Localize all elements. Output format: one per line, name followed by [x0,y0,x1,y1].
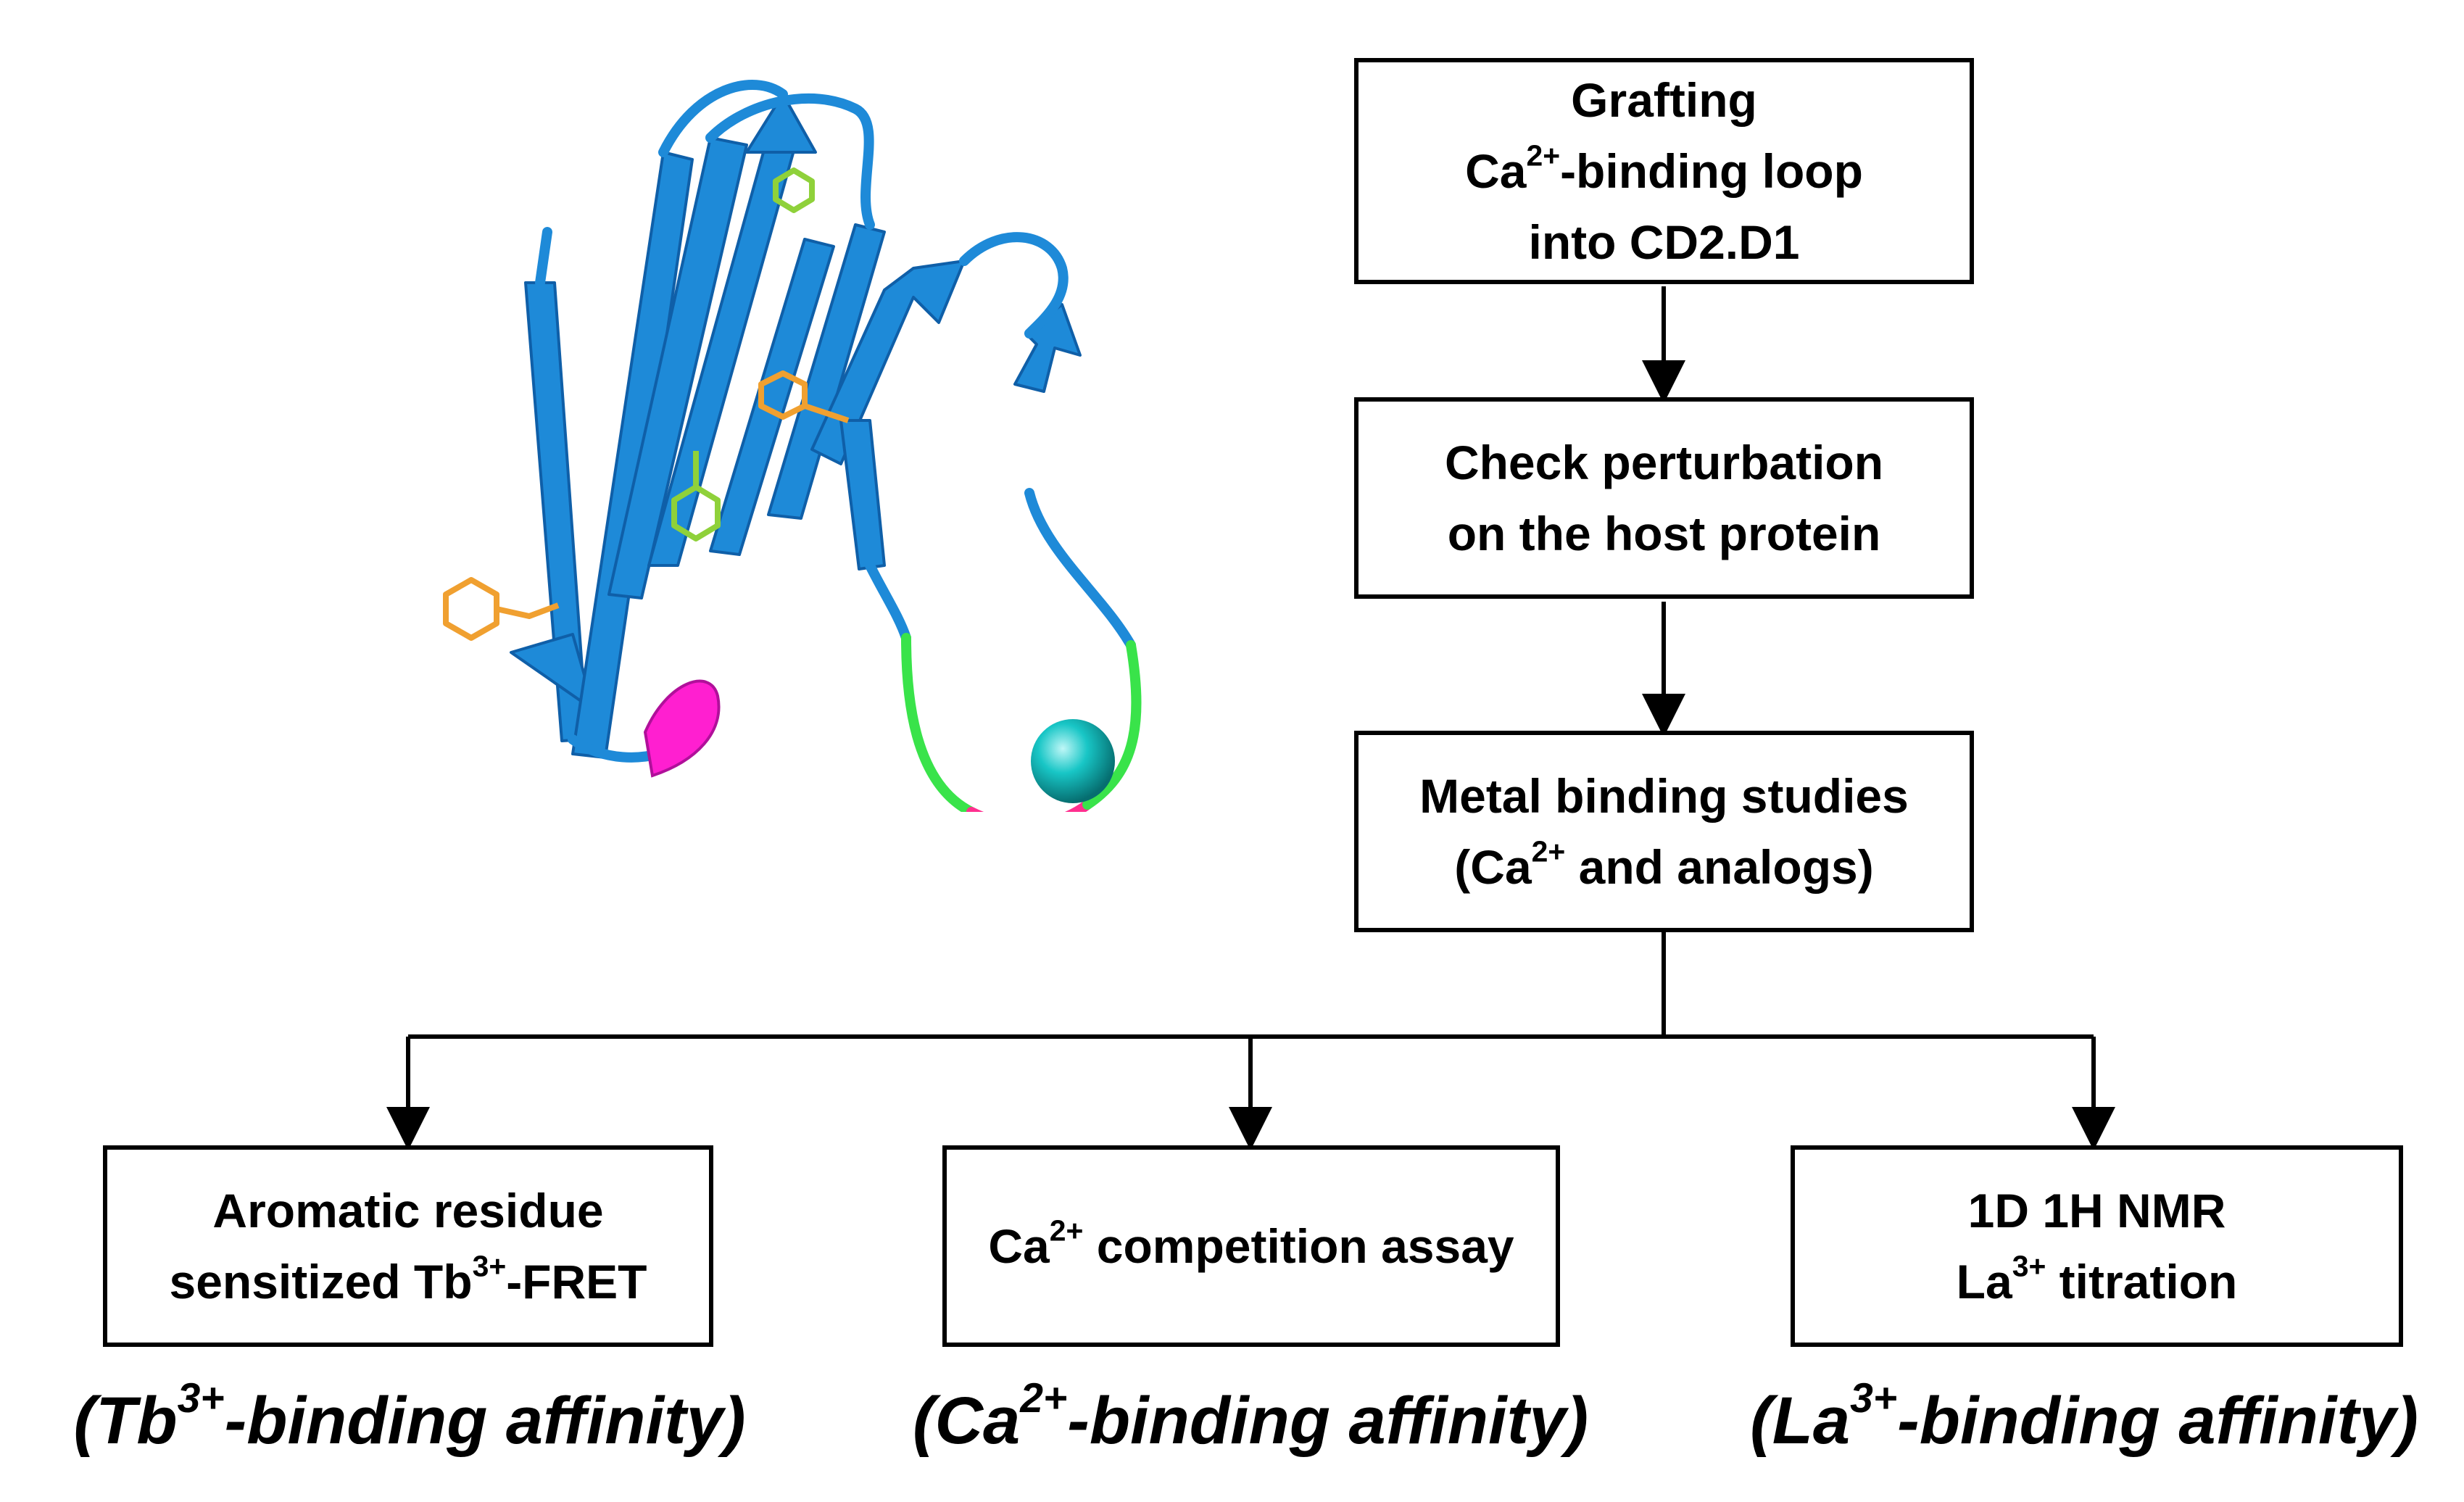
method-tb-fret-line2: sensitized Tb3+-FRET [169,1249,647,1308]
step-grafting-line1: Grafting [1571,73,1757,127]
caption-ca-binding-affinity: (Ca2+-binding affinity) [912,1375,1589,1458]
beta-strand-4-arrow [745,93,817,154]
grafted-loop [901,633,1142,812]
residue-phe-orange [758,370,850,423]
step-perturbation-line1: Check perturbation [1444,436,1884,489]
loops [535,80,1136,763]
step-grafting-line3: into CD2.D1 [1528,215,1800,269]
beta-strand-3 [607,136,748,599]
method-nmr-line1: 1D 1H NMR [1967,1184,2226,1237]
right-loop [959,232,1069,339]
method-nmr-line2: La3+ titration [1956,1249,2238,1308]
method-tb-fret-line1: Aromatic residue [212,1184,604,1237]
beta-strand-7-arrow [810,260,966,465]
method-ca-competition-box: Ca2+ competition assay [942,1145,1560,1347]
step-metal-binding-box: Metal binding studies (Ca2+ and analogs) [1354,731,1974,932]
beta-strand-5 [709,238,835,556]
step-perturbation-box: Check perturbation on the host protein [1354,397,1974,599]
helix-turn [643,679,721,778]
residue-trp-orange [443,577,560,641]
beta-strand-6 [767,223,886,520]
top-loop-2 [705,93,875,230]
caption-la-binding-affinity: (La3+-binding affinity) [1750,1375,2418,1458]
aromatic-residues [443,167,850,641]
method-tb-fret-box: Aromatic residue sensitized Tb3+-FRET [103,1145,713,1347]
method-nmr-box: 1D 1H NMR La3+ titration [1791,1145,2403,1347]
protein-structure-illustration [443,80,1142,812]
residue-green-top [773,167,815,213]
beta-strands [510,93,1082,759]
beta-strand-short-arrow [1013,303,1082,393]
beta-strand-8 [839,419,886,570]
top-loop [658,80,788,157]
lower-loop [865,560,911,643]
caption-tb-binding-affinity: (Tb3+-binding affinity) [73,1375,746,1458]
residue-tyr-green [671,451,721,542]
calcium-ion-sphere [1031,719,1115,803]
step-metal-binding-line1: Metal binding studies [1419,769,1909,823]
step-perturbation-line2: on the host protein [1447,507,1881,560]
descending-loop [1024,488,1136,650]
method-ca-competition-line1: Ca2+ competition assay [988,1213,1514,1273]
step-grafting-box: Grafting Ca2+-binding loop into CD2.D1 [1354,58,1974,284]
step-grafting-line2: Ca2+-binding loop [1465,138,1863,198]
left-tail [535,227,552,288]
step-metal-binding-line2: (Ca2+ and analogs) [1454,834,1874,894]
